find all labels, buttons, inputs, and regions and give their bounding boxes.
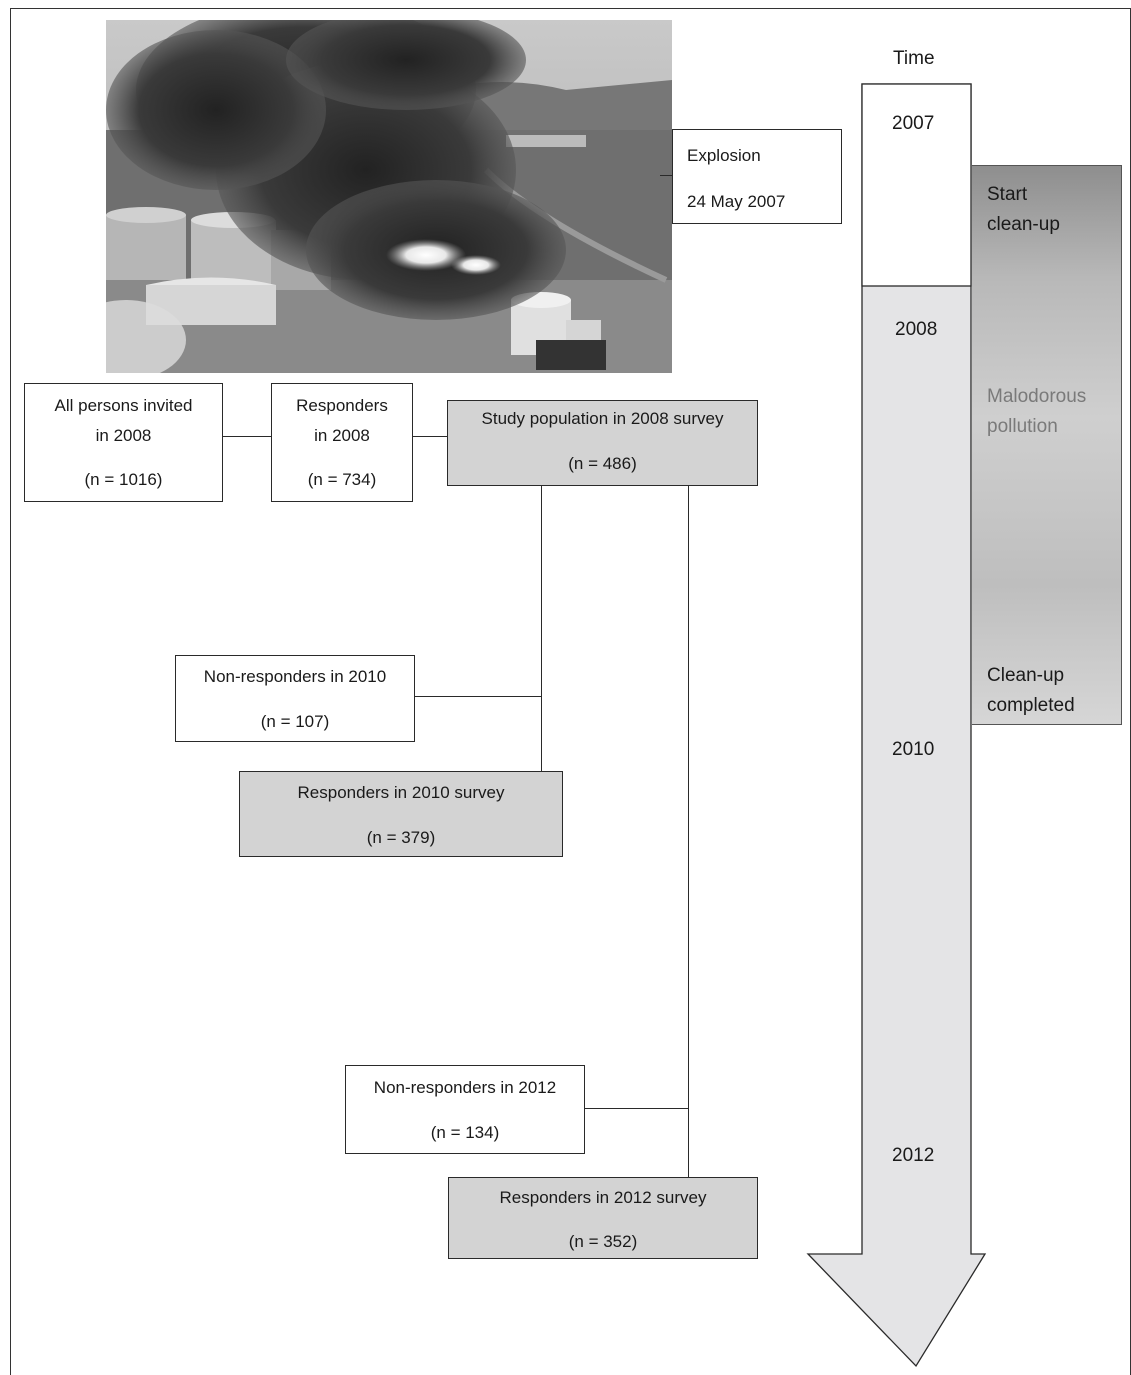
- study-population-box: Study population in 2008 survey (n = 486…: [447, 400, 758, 486]
- year-2010: 2010: [892, 739, 935, 760]
- nonresp2010-n: (n = 107): [260, 712, 330, 731]
- year-2012: 2012: [892, 1145, 935, 1166]
- cleanup-start-line1: Start: [987, 184, 1028, 205]
- explosion-title: Explosion: [687, 146, 761, 165]
- resp2010-n: (n = 379): [366, 828, 436, 847]
- resp2012-box: Responders in 2012 survey (n = 352): [448, 1177, 758, 1259]
- explosion-box: Explosion 24 May 2007: [672, 129, 842, 224]
- connector-study-2010: [541, 486, 543, 771]
- year-2008: 2008: [895, 319, 938, 340]
- year-2007: 2007: [892, 113, 935, 134]
- responders2008-n: (n = 734): [307, 470, 377, 489]
- nonresp2012-box: Non-responders in 2012 (n = 134): [345, 1065, 585, 1154]
- invited-line1: All persons invited: [54, 396, 193, 415]
- resp2010-box: Responders in 2010 survey (n = 379): [239, 771, 563, 857]
- cleanup-start-line2: clean-up: [987, 214, 1060, 235]
- time-header: Time: [893, 48, 935, 69]
- connector-photo-explosion: [660, 175, 672, 177]
- resp2012-n: (n = 352): [568, 1232, 638, 1251]
- nonresp2012-n: (n = 134): [430, 1123, 500, 1142]
- timeline-arrow: [806, 83, 987, 1368]
- resp2010-title: Responders in 2010 survey: [297, 783, 505, 802]
- nonresp2012-title: Non-responders in 2012: [373, 1078, 557, 1097]
- responders2008-box: Responders in 2008 (n = 734): [271, 383, 413, 502]
- cleanup-end-line1: Clean-up: [987, 665, 1065, 686]
- nonresp2010-title: Non-responders in 2010: [203, 667, 387, 686]
- responders2008-line1: Responders: [296, 396, 388, 415]
- connector-responders-study: [413, 436, 447, 438]
- connector-study-2012: [688, 486, 690, 1178]
- pollution-line1: Malodorous: [987, 386, 1087, 407]
- connector-nonresp2010: [415, 696, 541, 698]
- pollution-line2: pollution: [987, 416, 1058, 437]
- explosion-date: 24 May 2007: [687, 192, 786, 211]
- pollution-band: [972, 165, 1122, 725]
- nonresp2010-box: Non-responders in 2010 (n = 107): [175, 655, 415, 742]
- responders2008-line2: in 2008: [314, 426, 370, 445]
- invited-box: All persons invited in 2008 (n = 1016): [24, 383, 223, 502]
- study-population-title: Study population in 2008 survey: [481, 409, 724, 428]
- resp2012-title: Responders in 2012 survey: [499, 1188, 707, 1207]
- connector-invited-responders: [223, 436, 271, 438]
- invited-line2: in 2008: [95, 426, 152, 445]
- connector-nonresp2012: [585, 1108, 688, 1110]
- study-population-n: (n = 486): [568, 454, 637, 473]
- explosion-photo: [106, 20, 672, 373]
- invited-n: (n = 1016): [84, 470, 163, 489]
- cleanup-end-line2: completed: [987, 695, 1075, 716]
